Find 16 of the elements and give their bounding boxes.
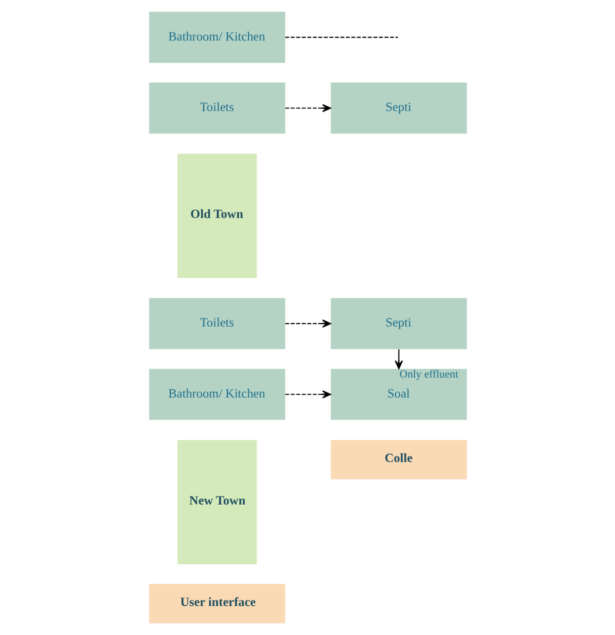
node-box: Old Town — [176, 154, 256, 278]
node-box: Toilets — [148, 82, 285, 134]
node-box: Colle — [330, 440, 466, 480]
node-box: New Town — [176, 440, 256, 564]
node-box: Bathroom/ Kitchen — [148, 368, 285, 420]
arrow — [394, 349, 402, 370]
edge-label: Only effluent — [399, 368, 458, 380]
node-box: Septi — [330, 298, 466, 350]
node-box: Toilets — [148, 298, 285, 350]
node-box: Bathroom/ Kitchen — [148, 12, 285, 63]
node-box: User interface — [148, 584, 285, 624]
arrow — [284, 390, 331, 398]
node-box: Septi — [330, 82, 466, 134]
connector — [284, 36, 398, 38]
arrow — [284, 320, 331, 328]
arrow — [284, 104, 331, 112]
